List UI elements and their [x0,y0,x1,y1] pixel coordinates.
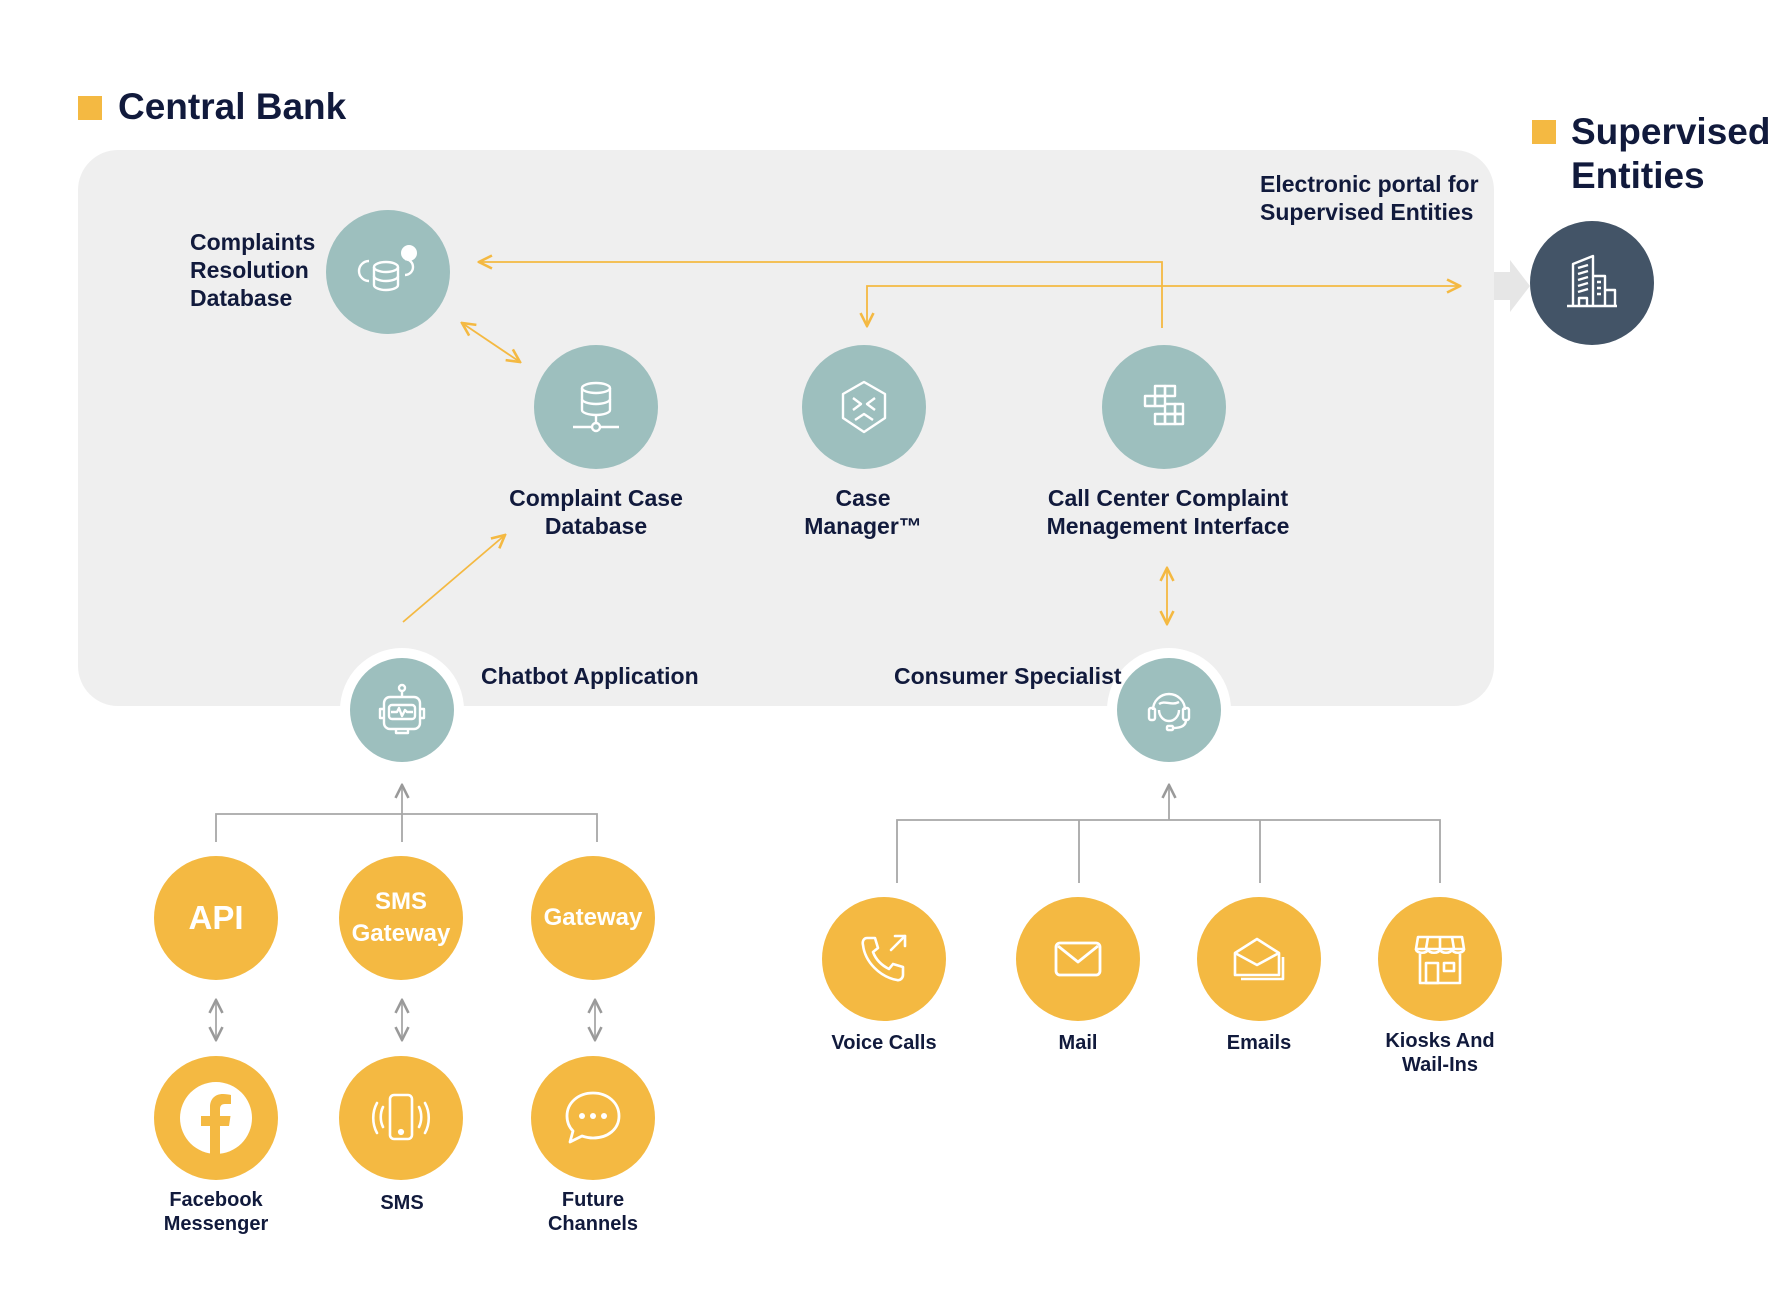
central-bank-title: Central Bank [118,86,347,127]
chatbot-label: Chatbot Application [481,663,699,689]
portal-label-line1: Electronic portal for [1260,171,1479,197]
phone-call-icon [861,934,907,982]
ccd-label-line1: Complaint Case [509,485,683,511]
emails-label-line1: Emails [1226,1032,1292,1054]
call-center-label: Call Center Complaint Menagement Interfa… [1018,484,1318,540]
crd-label-line3: Database [190,285,293,311]
portal-label-line2: Supervised Entities [1260,199,1474,225]
future-channels-label-line1: Future [561,1189,625,1211]
future-channels-label: Future Channels [513,1188,673,1236]
ccd-label: Complaint Case Database [500,484,692,540]
cube-icon [841,380,887,434]
ccd-node[interactable] [534,345,658,469]
supervised-title: Supervised Entities [1571,110,1770,198]
mail-label: Mail [1000,1031,1156,1055]
facebook-messenger-label-line1: Facebook [169,1189,263,1211]
envelope-icon [1054,941,1102,977]
kiosks-label: Kiosks And Wail-Ins [1362,1029,1518,1077]
arrow-portal-line [867,286,1460,326]
building-icon [1567,254,1617,308]
blocks-icon [1143,384,1185,426]
sms-label: SMS [322,1191,482,1215]
specialist-label: Consumer Specialist [894,663,1122,689]
sms-node[interactable] [339,1056,463,1180]
emails-label: Emails [1181,1031,1337,1055]
robot-icon [378,683,426,735]
voice-calls-node[interactable] [822,897,946,1021]
chatbot-node[interactable] [340,648,464,772]
chat-bubble-icon [565,1091,621,1144]
future-channels-label-line2: Channels [547,1213,639,1235]
sms-gateway-label-line1: SMS [374,888,427,915]
kiosks-label-line1: Kiosks And [1385,1030,1495,1052]
mail-node[interactable] [1016,897,1140,1021]
api-node[interactable]: API [154,856,278,980]
email-stack-icon [1233,937,1285,981]
future-channels-node[interactable] [531,1056,655,1180]
supervised-title-line1: Supervised [1571,111,1771,152]
sms-gateway-label: SMS Gateway [352,886,451,950]
supervised-legend-square [1532,120,1556,144]
call-center-label-line2: Menagement Interface [1046,513,1290,539]
sms-gateway-node[interactable]: SMS Gateway [339,856,463,980]
entity-arrow [1494,260,1530,312]
call-center-label-line1: Call Center Complaint [1047,485,1289,511]
case-manager-label: Case Manager™ [778,484,948,540]
supervised-entity-node[interactable] [1530,221,1654,345]
crd-label: Complaints Resolution Database [190,228,315,312]
api-label: API [188,899,244,936]
database-sync-icon [357,245,417,292]
facebook-icon [180,1082,252,1154]
headset-agent-icon [1147,692,1191,732]
case-manager-label-line1: Case [835,485,891,511]
gateway-label: Gateway [543,904,643,931]
supervised-title-line2: Entities [1571,155,1705,196]
case-manager-node[interactable] [802,345,926,469]
arrow-chatbot-ccd [402,535,505,623]
crd-node[interactable] [326,210,450,334]
kiosks-label-line2: Wail-Ins [1402,1054,1478,1076]
crd-label-line2: Resolution [190,257,309,283]
arrow-crd-ccd [462,323,520,362]
facebook-messenger-label-line2: Messenger [163,1213,269,1235]
sms-label-line1: SMS [380,1192,424,1214]
central-bank-panel [78,150,1494,706]
central-bank-legend-square [78,96,102,120]
portal-label: Electronic portal for Supervised Entitie… [1260,170,1479,226]
kiosk-icon [1414,935,1466,985]
crd-label-line1: Complaints [190,229,316,255]
database-network-icon [573,381,619,433]
specialist-node-inner [1117,658,1221,762]
chatbot-node-inner [350,658,454,762]
phone-vibrate-icon [371,1093,431,1141]
emails-node[interactable] [1197,897,1321,1021]
kiosks-node[interactable] [1378,897,1502,1021]
sms-gateway-label-line2: Gateway [351,920,451,947]
voice-calls-label: Voice Calls [806,1031,962,1055]
case-manager-label-line2: Manager™ [804,513,922,539]
facebook-messenger-label: Facebook Messenger [136,1188,296,1236]
specialist-node[interactable] [1107,648,1231,772]
facebook-messenger-node[interactable] [154,1056,278,1180]
ccd-label-line2: Database [544,513,648,539]
arrow-cc-to-crd [479,262,1163,328]
mail-label-line1: Mail [1058,1032,1098,1054]
voice-calls-label-line1: Voice Calls [831,1032,937,1054]
gateway-node[interactable]: Gateway [531,856,655,980]
call-center-node[interactable] [1102,345,1226,469]
